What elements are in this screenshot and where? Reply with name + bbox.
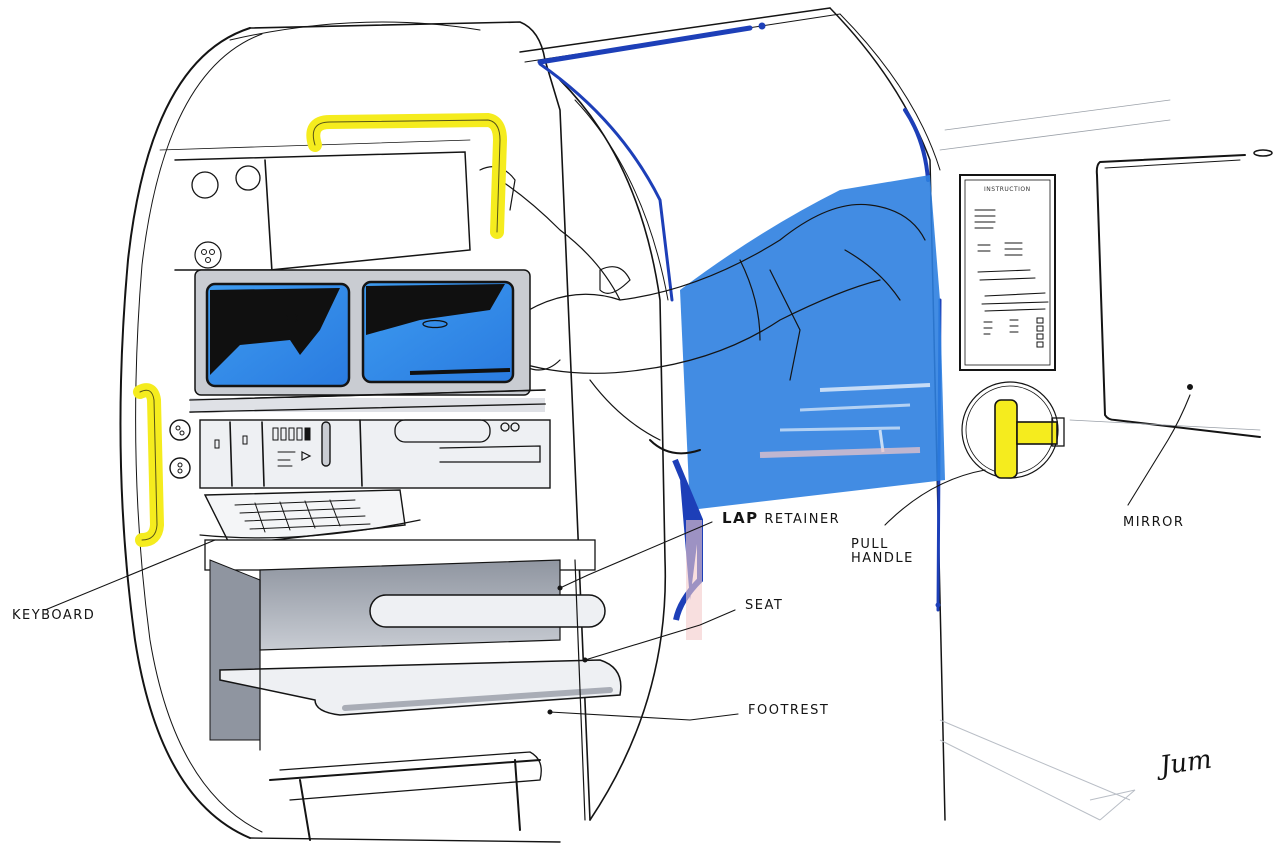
label-footrest: FOOTREST [748,703,830,718]
module-shell [119,21,669,843]
astronaut-figure [479,166,926,455]
pull-handle [961,381,1065,479]
right-monitor [361,280,515,384]
leader-lines [44,394,1191,721]
window-view [672,175,945,640]
mirror [1069,149,1273,438]
left-monitor [205,282,351,388]
side-buttons [169,419,191,479]
seat-assembly [209,559,622,841]
label-pull-handle-line1: PULL [851,537,889,552]
upper-panel [159,139,471,273]
ceiling-rail [519,7,946,821]
label-keyboard: KEYBOARD [12,608,96,623]
label-lap-retainer-word2: RETAINER [764,512,841,527]
overhead-handrail [306,112,508,239]
label-seat: SEAT [745,598,784,613]
side-handrail [133,383,165,547]
label-lap-retainer-word1: LAP [722,509,759,527]
info-panel [939,99,1171,371]
label-pull-handle-line2: HANDLE [851,551,914,566]
label-lap-retainer: LAP RETAINER [722,509,840,527]
keyboard [199,489,596,571]
info-panel-title: INSTRUCTION [984,186,1031,193]
floor-lines [939,719,1136,821]
control-console [199,419,551,489]
console-rail [189,389,546,413]
label-mirror: MIRROR [1123,515,1185,530]
